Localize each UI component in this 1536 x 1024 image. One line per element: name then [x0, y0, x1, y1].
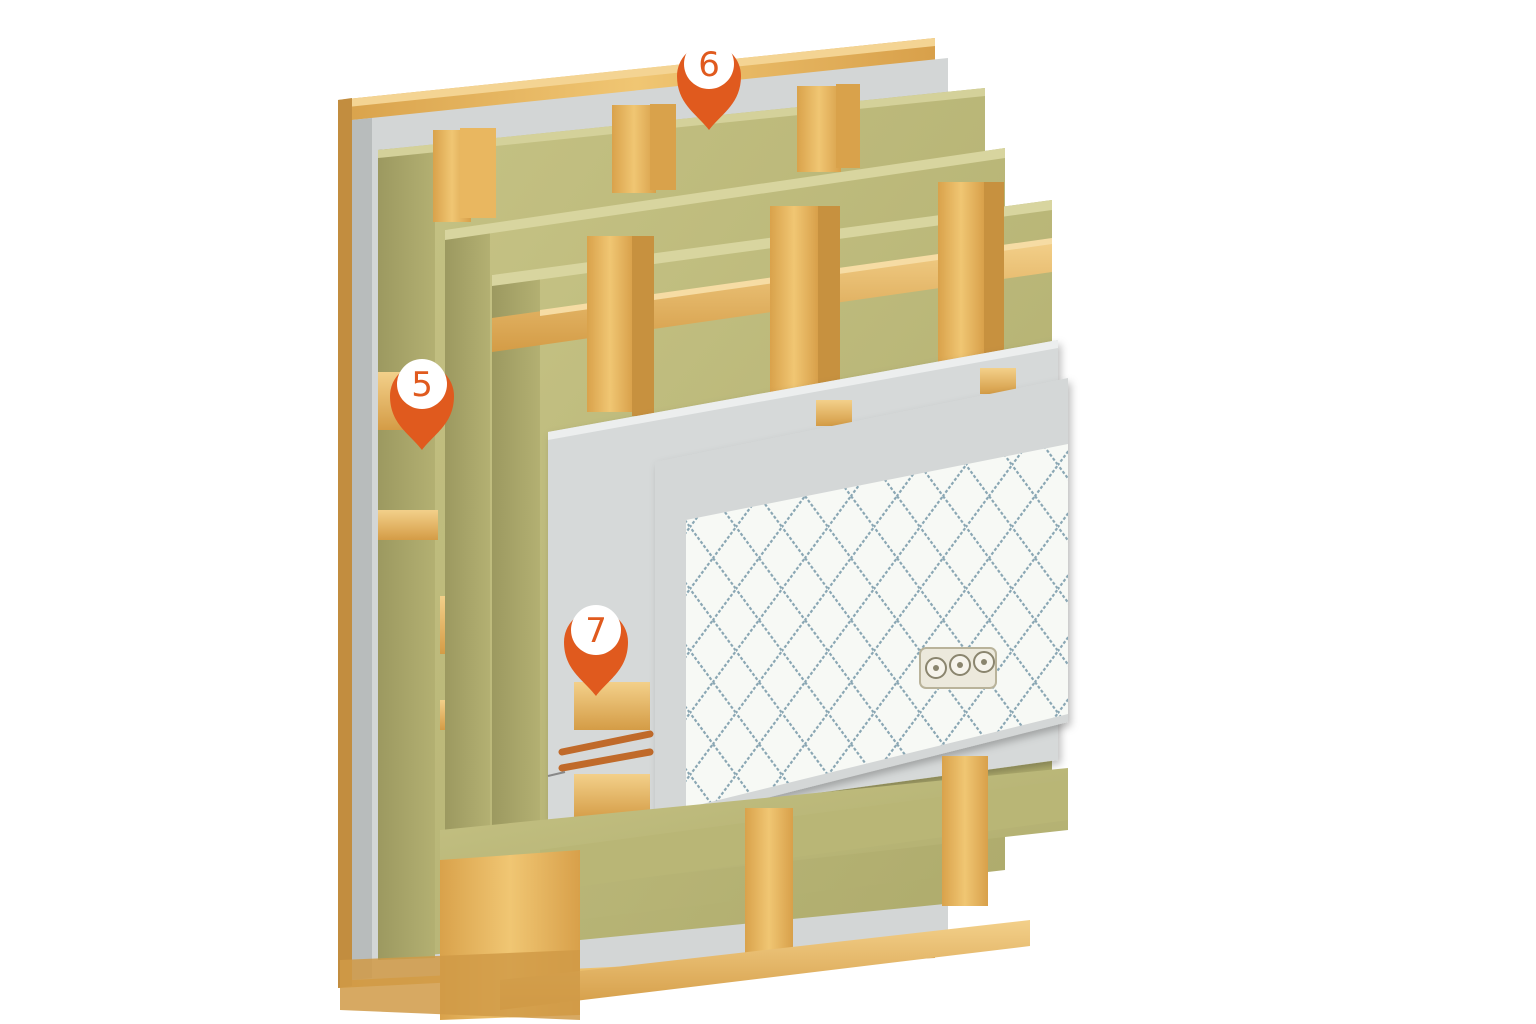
bottom-frame — [340, 756, 1068, 1020]
map-pin-icon — [390, 359, 454, 450]
marker-label: 7 — [585, 611, 607, 651]
marker-label: 6 — [698, 45, 720, 85]
top-battens-rear — [433, 84, 860, 222]
cable-icon — [547, 730, 654, 777]
map-pin-icon — [564, 605, 628, 696]
wallpaper-panel — [655, 378, 1068, 826]
marker-7[interactable]: 7 — [564, 605, 628, 696]
marker-5[interactable]: 5 — [390, 359, 454, 450]
map-pin-icon — [677, 39, 741, 130]
vertical-battens-front — [587, 182, 1004, 416]
marker-6[interactable]: 6 — [677, 39, 741, 130]
power-socket-icon — [919, 647, 997, 689]
marker-label: 5 — [411, 365, 433, 405]
